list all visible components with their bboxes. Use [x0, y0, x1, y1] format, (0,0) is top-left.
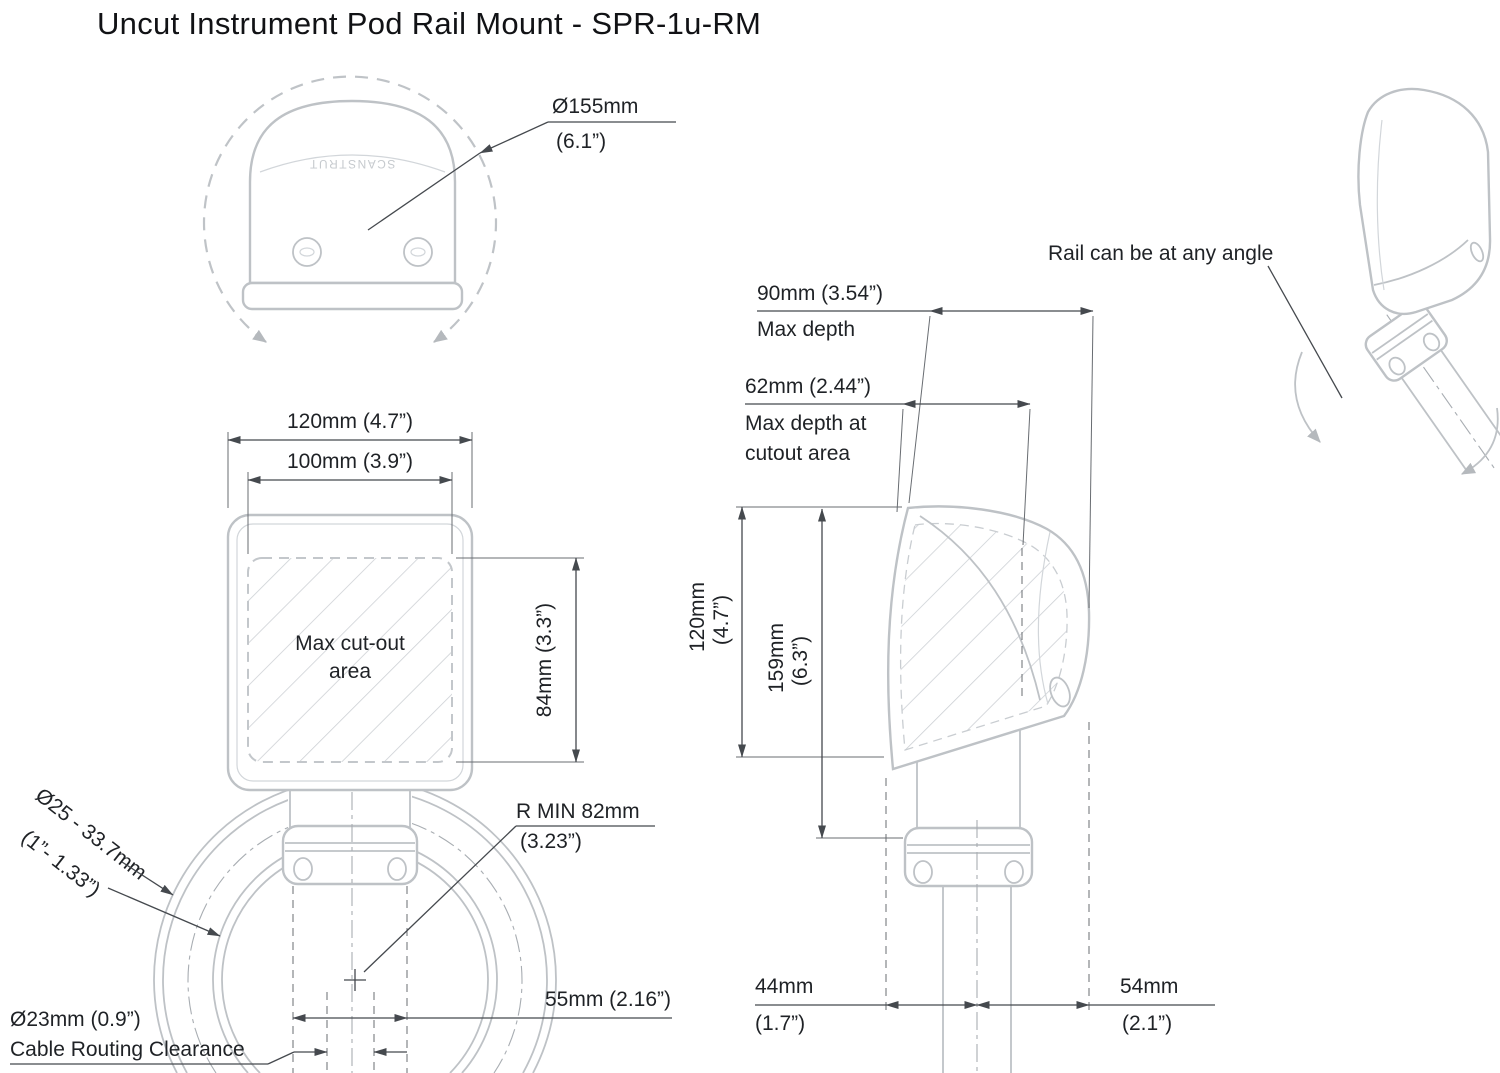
side-clamp-bolt-right [1004, 860, 1024, 884]
angle-clamp-rail [1364, 303, 1500, 472]
angle-clamp [1364, 303, 1448, 382]
dim-54-label: 54mm [1120, 975, 1178, 998]
connector-port [1049, 676, 1071, 708]
dim-100-label: 100mm (3.9”) [287, 450, 413, 473]
dim-62-ext-right [1022, 408, 1031, 546]
dia-155-leader [367, 152, 481, 231]
max-cutout-area [247, 557, 453, 763]
angle-clamp-split-1 [1371, 313, 1429, 354]
dim-120-side-label: 120mm [686, 582, 709, 652]
rail-angle-note: Rail can be at any angle [1048, 242, 1273, 265]
dim-159-label: 159mm [765, 623, 788, 693]
pod-side-hatch [899, 522, 1068, 751]
dim-90-ext-right [1088, 315, 1094, 609]
brand-logo: SCANSTRUT [309, 157, 396, 171]
dim-rail-od-leader-1 [121, 861, 174, 896]
screw-left [292, 237, 322, 267]
dim-rail-od-leader-2 [107, 887, 221, 937]
dim-cable-connector [267, 1051, 295, 1065]
pod-dome-shoulder-line [259, 154, 446, 173]
pod-side-back-curve [1037, 531, 1051, 705]
dim-62-label: 62mm (2.44”) [745, 375, 871, 398]
pod-dome-outline [248, 99, 457, 285]
rail-clamp-front [281, 824, 419, 886]
dim-84-label: 84mm (3.3”) [533, 603, 556, 717]
dim-62-sublabel-1: Max depth at [745, 412, 867, 435]
dim-rmin-leader [363, 825, 517, 973]
dim-90-ext-left [908, 315, 931, 504]
dim-54-inches: (2.1”) [1122, 1012, 1172, 1035]
angle-clamp-bolt-right [1422, 332, 1441, 352]
angle-clamp-split-2 [1376, 319, 1433, 361]
cutout-label-2: area [329, 660, 371, 683]
dia-155-inches: (6.1”) [556, 130, 606, 153]
page-title: Uncut Instrument Pod Rail Mount - SPR-1u… [97, 6, 761, 41]
clamp-bolt-right [387, 857, 407, 881]
dia-155-leader-arrow [479, 121, 549, 154]
dim-rmin-inches: (3.23”) [520, 830, 582, 853]
screw-left-slot [299, 247, 315, 257]
angle-pod-curve-2 [1376, 119, 1385, 291]
dim-90-label: 90mm (3.54”) [757, 282, 883, 305]
dim-120-side-inches: (4.7”) [710, 595, 733, 645]
dim-90-sublabel: Max depth [757, 318, 855, 341]
pod-base-plate [241, 281, 464, 311]
dim-44-inches: (1.7”) [755, 1012, 805, 1035]
rail-angle-leader [1267, 265, 1343, 399]
angle-rail-right [1438, 347, 1500, 444]
side-view: 90mm (3.54”) Max depth 62mm (2.44”) Max … [686, 282, 1215, 1073]
side-clamp-bolt-left [913, 860, 933, 884]
dim-62-ext-left [896, 408, 904, 513]
dim-cable-label-2: Cable Routing Clearance [10, 1038, 245, 1061]
dia-155-label: Ø155mm [552, 95, 638, 118]
dim-62-sublabel-2: cutout area [745, 442, 850, 465]
angle-pod-curve-1 [1373, 239, 1469, 286]
swivel-arrow-right [1460, 407, 1499, 475]
dim-cable-label: Ø23mm (0.9”) [10, 1008, 141, 1031]
swivel-arrow-left [1294, 351, 1321, 443]
screw-right-slot [410, 247, 426, 257]
top-view: SCANSTRUT Ø155mm (6.1”) [202, 75, 676, 343]
angle-pod-outline [1357, 87, 1492, 315]
dim-44-label: 44mm [755, 975, 813, 998]
dim-159-inches: (6.3”) [789, 636, 812, 686]
rail-clamp-side [903, 826, 1034, 888]
cutout-label-1: Max cut-out [295, 632, 405, 655]
dim-120-front-label: 120mm (4.7”) [287, 410, 413, 433]
pod-front-inner-line [236, 523, 464, 782]
pod-side-shell-curve [919, 515, 1041, 701]
angle-view: Rail can be at any angle [1048, 87, 1500, 475]
front-view: Max cut-out area 120mm (4.7”) 100mm (3.9… [10, 410, 672, 1073]
neck-mask [288, 790, 412, 828]
clamp-bolt-left [293, 857, 313, 881]
angle-connector-port [1469, 241, 1485, 263]
angle-clamp-bolt-left [1388, 356, 1406, 376]
dim-rmin-label: R MIN 82mm [516, 800, 640, 823]
dim-55-label: 55mm (2.16”) [545, 988, 671, 1011]
screw-right [403, 237, 433, 267]
angle-rail-left [1399, 375, 1468, 472]
rotation-dashed-circle [202, 75, 498, 343]
